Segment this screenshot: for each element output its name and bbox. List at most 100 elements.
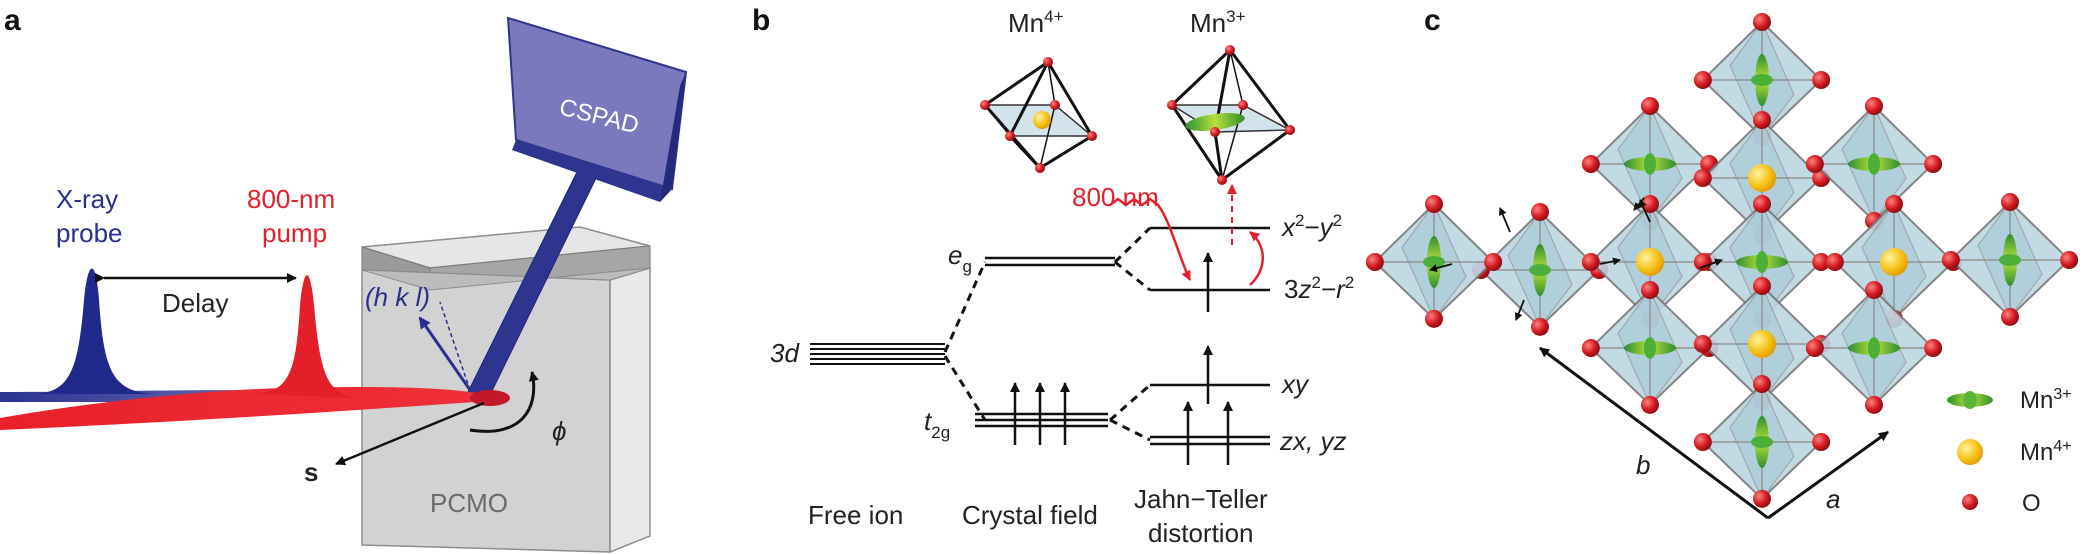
label-xy: xy [1280,369,1310,399]
crystal-lattice [1365,13,2079,508]
oxygen-atom [1812,433,1831,451]
xray-probe-line1: X-ray [56,184,118,214]
label-free-ion: Free ion [808,500,903,530]
legend-mn4-label: Mn4+ [2020,438,2072,466]
panel-a-letter: a [4,4,21,37]
oxygen-atom [1924,155,1943,173]
label-x2y2: x2−y2 [1280,211,1342,242]
label-zxyz: zx, yz [1279,426,1346,456]
xray-pulse [30,268,160,394]
hkl-normal-dashed [439,301,471,391]
octahedron-cell [1581,281,1719,414]
oxygen-atom [1825,253,1844,271]
octahedron-cell [1693,111,1831,244]
octahedron-mn3 [1167,45,1295,185]
hkl-arrow [418,316,472,391]
phi-rotation-arrow [469,371,539,433]
oxygen-atom [1581,155,1600,173]
oxygen-atom [2001,307,2019,326]
mn4-ion [1748,164,1776,192]
oxygen-atom [1753,13,1771,31]
oxygen-atom [1812,71,1831,89]
photon-800nm [1109,197,1192,281]
axis-b-arrow [1539,346,1769,520]
mn3-orbital [1185,113,1245,131]
pump-line2: pump [262,218,327,248]
level-3d [810,343,945,365]
connector-lines [943,226,1152,442]
axis-a-arrow [1767,430,1889,520]
oxygen-atom [1531,317,1549,336]
label-3z2r2: 3z2−r2 [1284,273,1354,304]
relaxation-arrow [1249,231,1264,286]
label-3d: 3d [770,338,800,368]
axis-a-label: a [1826,484,1840,514]
oxygen-atom [1753,489,1771,508]
jt-levels [1150,226,1270,446]
label-crystal-field: Crystal field [962,500,1098,530]
oxygen-atom [1924,339,1943,357]
oxygen-atom [1641,281,1659,299]
displacement-arrow [1514,299,1525,321]
mn4-title: Mn4+ [1008,7,1064,38]
legend-o-label: O [2022,490,2041,517]
xray-probe-line2: probe [56,218,123,248]
label-jahn-teller: Jahn−Teller [1134,484,1268,514]
oxygen-atom [1805,339,1824,357]
mn4-ion [1748,330,1776,358]
octahedron-cell [1825,195,1963,328]
displacement-arrow [1429,263,1453,273]
level-t2g [975,412,1108,428]
label-t2g: t2g [924,406,950,442]
octahedron-cell [1805,281,1943,414]
oxygen-atom [1865,395,1883,414]
displacement-arrow [1699,258,1723,269]
hkl-label: (h k l) [365,282,430,312]
cspad-detector: CSPAD [467,16,688,396]
oxygen-atom [1531,203,1549,221]
oxygen-atom [1693,335,1712,353]
oxygen-atom [1812,253,1831,271]
mn4-ion [1033,111,1051,129]
mn4-ion [1636,248,1664,276]
oxygen-atom [1365,253,1384,271]
oxygen-atom [1753,375,1771,393]
oxygen-atom [1693,253,1712,271]
oxygen-atom [1941,251,1960,269]
oxygen-atom [1693,71,1712,89]
s-arrow [335,401,485,466]
mn4-ion [1880,248,1908,276]
octahedron-cell [1693,375,1831,508]
pcmo-label: PCMO [430,488,508,518]
mn3-title: Mn3+ [1190,7,1246,38]
oxygen-atom [1805,155,1824,173]
pump-line1: 800-nm [247,184,335,214]
level-eg [985,256,1115,267]
oxygen-atom [1865,97,1883,115]
panel-c: c b a Mn3+ Mn4+ O [1365,4,2079,520]
label-800nm: 800 nm [1072,182,1159,212]
oxygen-atom [1693,169,1712,187]
octahedron-mn4 [980,57,1097,173]
jt-electrons [1183,252,1233,465]
oxygen-atom [1753,111,1771,129]
delay-label: Delay [162,288,228,318]
oxygen-atom [1753,277,1771,295]
oxygen-atom [1425,309,1443,328]
legend-mn3-label: Mn3+ [2020,386,2072,414]
displacement-arrow [1599,257,1621,266]
oxygen-atom [1484,253,1503,271]
oxygen-atom [1693,433,1712,451]
displacement-arrow [1639,199,1651,223]
axis-b-label: b [1636,450,1650,480]
label-eg: eg [948,240,972,276]
crystal-field-electrons [1010,382,1070,445]
legend-o-icon [1962,494,1978,510]
displacement-arrow [1499,207,1511,233]
oxygen-atom [1641,97,1659,115]
octahedron-cell [1693,13,1831,146]
panel-b-letter: b [752,4,770,37]
oxygen-atom [1425,195,1443,213]
oxygen-atom [1865,281,1883,299]
